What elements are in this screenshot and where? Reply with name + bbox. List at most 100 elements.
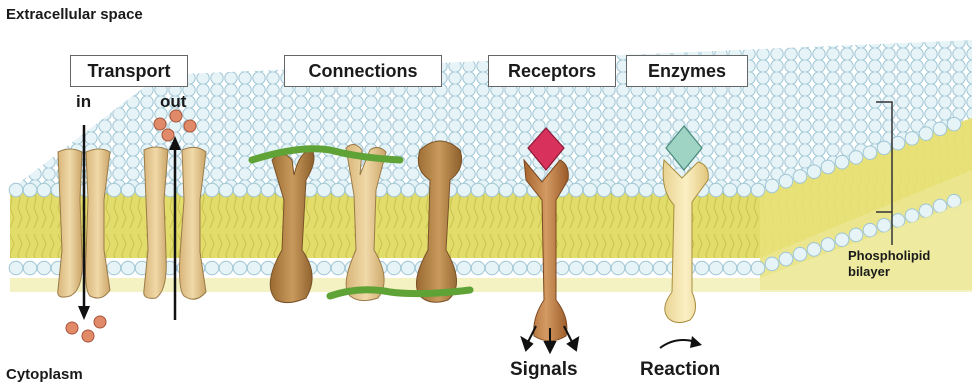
lipid-head (835, 233, 849, 247)
enzymes-box: Enzymes (626, 55, 748, 87)
transport-box: Transport (70, 55, 188, 87)
lipid-head (23, 183, 37, 197)
lipid-head (625, 183, 639, 197)
lipid-head (737, 183, 751, 197)
lipid-head (611, 261, 625, 275)
lipid-head (555, 261, 569, 275)
lipid-head (639, 261, 653, 275)
lipid-head (247, 261, 261, 275)
lipid-head (219, 183, 233, 197)
transport-label: Transport (87, 61, 170, 81)
lipid-head (653, 261, 667, 275)
lipid-head (121, 183, 135, 197)
lipid-head (807, 165, 821, 179)
lipid-head (219, 261, 233, 275)
lipid-head (723, 183, 737, 197)
lipid-head (37, 183, 51, 197)
signals-label: Signals (510, 359, 578, 381)
lipid-head (639, 183, 653, 197)
lipid-head (597, 261, 611, 275)
lipid-head (233, 183, 247, 197)
lipid-head (723, 261, 737, 275)
lipid-head (121, 261, 135, 275)
lipid-head (737, 261, 751, 275)
connections-label: Connections (308, 61, 417, 81)
lipid-head (863, 146, 877, 160)
lipid-head (793, 247, 807, 261)
lipid-head (779, 252, 793, 266)
lipid-head (849, 228, 863, 242)
connections-box: Connections (284, 55, 442, 87)
lipid-head (37, 261, 51, 275)
lipid-head (933, 122, 947, 136)
lipid-head (513, 183, 527, 197)
lipid-head (793, 170, 807, 184)
lipid-head (23, 261, 37, 275)
lipid-head (625, 261, 639, 275)
receptors-label: Receptors (508, 61, 596, 81)
enzymes-label: Enzymes (648, 61, 726, 81)
lipid-head (569, 261, 583, 275)
lipid-head (751, 261, 765, 275)
cytoplasm-label: Cytoplasm (6, 366, 83, 383)
lipid-head (863, 223, 877, 237)
lipid-head (919, 127, 933, 141)
lipid-head (387, 183, 401, 197)
lipid-head (471, 261, 485, 275)
lipid-head (891, 136, 905, 150)
extracellular-label: Extracellular space (6, 6, 143, 23)
lipid-head (569, 183, 583, 197)
lipid-head (331, 261, 345, 275)
ions-inside (66, 316, 106, 342)
lipid-head (499, 261, 513, 275)
lipid-head (751, 183, 765, 197)
lipid-head (583, 183, 597, 197)
lipid-head (709, 261, 723, 275)
lipid-head (765, 179, 779, 193)
lipid-head (401, 261, 415, 275)
lipid-head (583, 261, 597, 275)
reaction-label: Reaction (640, 359, 720, 381)
receptors-box: Receptors (488, 55, 616, 87)
lipid-head (947, 117, 961, 131)
bilayer-label-line2: bilayer (848, 264, 890, 279)
lipid-head (471, 183, 485, 197)
lipid-head (779, 174, 793, 188)
lipid-head (597, 183, 611, 197)
lipid-head (765, 257, 779, 271)
lipid-head (499, 183, 513, 197)
out-label: out (160, 92, 186, 112)
lipid-head (457, 183, 471, 197)
lipid-head (9, 261, 23, 275)
lipid-head (821, 238, 835, 252)
lipid-head (317, 183, 331, 197)
lipid-head (709, 183, 723, 197)
lipid-head (387, 261, 401, 275)
lipid-head (401, 183, 415, 197)
lipid-head (905, 132, 919, 146)
signal-arrows (522, 326, 578, 352)
lipid-head (695, 261, 709, 275)
lipid-head (513, 261, 527, 275)
lipid-head (247, 183, 261, 197)
lipid-head (107, 183, 121, 197)
lipid-head (107, 261, 121, 275)
lipid-head (457, 261, 471, 275)
lipid-head (849, 151, 863, 165)
lipid-head (877, 219, 891, 233)
lipid-head (527, 261, 541, 275)
lipid-head (205, 261, 219, 275)
lipid-head (485, 183, 499, 197)
lipid-head (233, 261, 247, 275)
lipid-head (807, 243, 821, 257)
lipid-head (261, 183, 275, 197)
lipid-head (821, 160, 835, 174)
lipid-head (835, 155, 849, 169)
lipid-head (891, 214, 905, 228)
lipid-head (877, 141, 891, 155)
lipid-head (9, 183, 23, 197)
lipid-head (415, 183, 429, 197)
in-label: in (76, 92, 91, 112)
lipid-head (205, 183, 219, 197)
